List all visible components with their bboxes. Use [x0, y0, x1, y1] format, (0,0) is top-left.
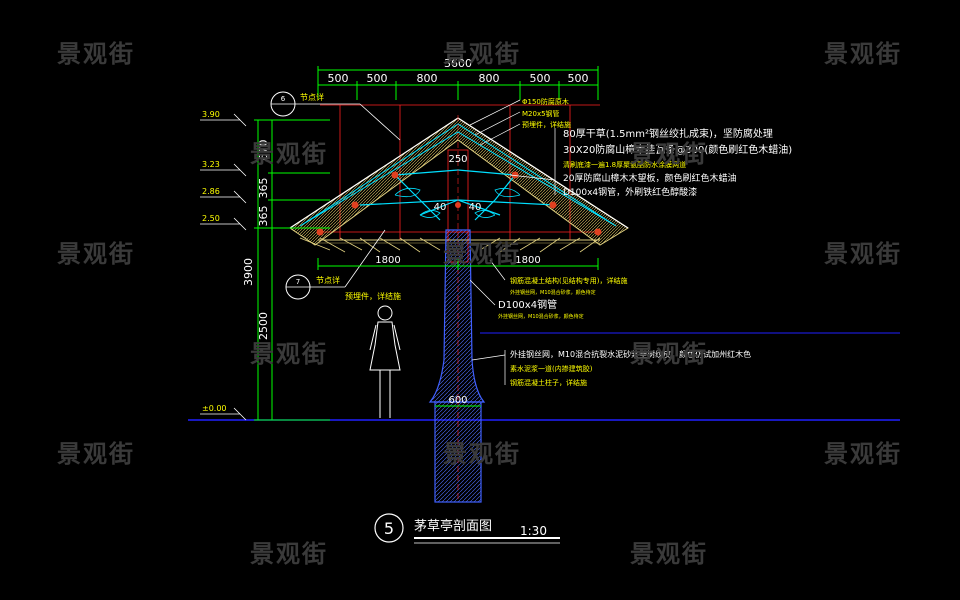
annotation-right-3: 预埋件，详结施 [522, 120, 571, 129]
eave-dimension [317, 258, 599, 270]
elevation-3: 2.86 [202, 187, 220, 196]
annotation-right-2: M20x5钢管 [522, 109, 560, 118]
watermark: 景观街 [57, 440, 135, 468]
dim-top-seg-5: 500 [530, 72, 551, 85]
dim-top-total: 3600 [444, 57, 472, 70]
dim-left-seg-2: 365 [257, 178, 270, 199]
annotation-d100: D100x4钢管 [498, 298, 557, 311]
roof-rafters [359, 169, 556, 221]
detail-marker-7-number: 7 [296, 278, 300, 286]
dim-base: 600 [448, 395, 467, 406]
watermark: 景观街 [630, 340, 708, 368]
dim-eave-right: 1800 [515, 255, 540, 266]
tree-trunk [428, 115, 486, 503]
elevation-2: 3.23 [202, 160, 220, 169]
elevation-5: ±0.00 [202, 404, 227, 413]
title-number: 5 [384, 519, 394, 538]
dim-inner-center: 250 [448, 154, 467, 165]
annotation-d100-sub: 外挂钢丝网，M10混合砂浆，颜色待定 [498, 313, 584, 320]
dim-inner-left: 40 [434, 202, 447, 213]
title-number-circle [374, 513, 404, 543]
watermark: 景观街 [250, 340, 328, 368]
title-scale: 1:30 [520, 524, 547, 538]
elevation-4: 2.50 [202, 214, 220, 223]
dim-left-total: 3900 [242, 258, 255, 286]
dim-top-seg-2: 500 [367, 72, 388, 85]
thatch-roof [289, 117, 629, 253]
title-name: 茅草亭剖面图 [414, 518, 492, 534]
dim-eave-left: 1800 [375, 255, 400, 266]
dim-left-seg-1: 670 [257, 140, 270, 161]
annotation-right-4: 80厚干草(1.5mm²钢丝绞扎成束)，坚防腐处理 [563, 127, 773, 140]
annotation-leaders [469, 99, 556, 385]
drawing-title: 5 茅草亭剖面图 1:30 [374, 513, 560, 544]
rafter-nodes [316, 171, 602, 236]
annotation-right-7: 20厚防腐山樟木木望板，颜色刷红色木蜡油 [563, 172, 736, 184]
watermark: 景观街 [250, 140, 328, 168]
dim-top-seg-6: 500 [568, 72, 589, 85]
dim-left-lower: 2500 [257, 312, 270, 340]
dim-inner-right: 40 [469, 202, 482, 213]
dim-top-seg-3: 800 [417, 72, 438, 85]
elevation-1: 3.90 [202, 110, 220, 119]
detail-marker-7-label: 节点详 [316, 275, 340, 285]
person-figure [369, 305, 401, 418]
watermark: 景观街 [824, 440, 902, 468]
detail-marker-6: 6 节点详 [270, 91, 401, 141]
dim-top-seg-4: 800 [479, 72, 500, 85]
watermark: 景观街 [630, 540, 708, 568]
annotation-right-6: 清刷底漆一遍1.8厚聚氨酯防水涂膜两道 [563, 160, 686, 169]
annotation-mid-2: 外挂钢丝网，M10混合砂浆，颜色待定 [510, 289, 596, 296]
detail-marker-7: 7 节点详 [285, 229, 386, 300]
detail-marker-6-number: 6 [281, 95, 286, 103]
annotation-right-5: 30X20防腐山樟木挂瓦条@300(颜色刷红色木蜡油) [563, 143, 792, 156]
watermark: 景观街 [443, 440, 521, 468]
dim-top-seg-1: 500 [328, 72, 349, 85]
branch-ornaments [394, 187, 521, 218]
dim-left-seg-3: 365 [257, 206, 270, 227]
top-dimension-chain [317, 66, 599, 100]
watermark: 景观街 [443, 240, 521, 268]
watermark: 景观街 [443, 40, 521, 68]
annotation-mid-1: 钢筋混凝土结构(见结构专用)，详结施 [510, 276, 627, 285]
annotation-left-mid: 预埋件，详结施 [345, 291, 401, 301]
annotation-trunk-3: 钢筋混凝土柱子，详结施 [510, 378, 587, 387]
detail-marker-6-label: 节点详 [300, 92, 324, 102]
annotation-trunk-2: 素水泥浆一道(内掺建筑胶) [510, 364, 593, 373]
watermark: 景观街 [57, 240, 135, 268]
watermark: 景观街 [630, 140, 708, 168]
watermark: 景观街 [824, 240, 902, 268]
annotation-right-1: Φ150防腐原木 [522, 97, 569, 106]
elevation-marks [200, 113, 247, 421]
watermark: 景观街 [250, 540, 328, 568]
watermark: 景观街 [824, 40, 902, 68]
left-dimension-chain [254, 119, 330, 421]
annotation-right-8: D100x4钢管，外刷铁红色醇酸漆 [563, 186, 697, 198]
annotation-trunk-1: 外挂钢丝网，M10混合抗裂水泥砂浆塑树纹皮，颜色仿试加州红木色 [510, 349, 751, 359]
watermark: 景观街 [57, 40, 135, 68]
